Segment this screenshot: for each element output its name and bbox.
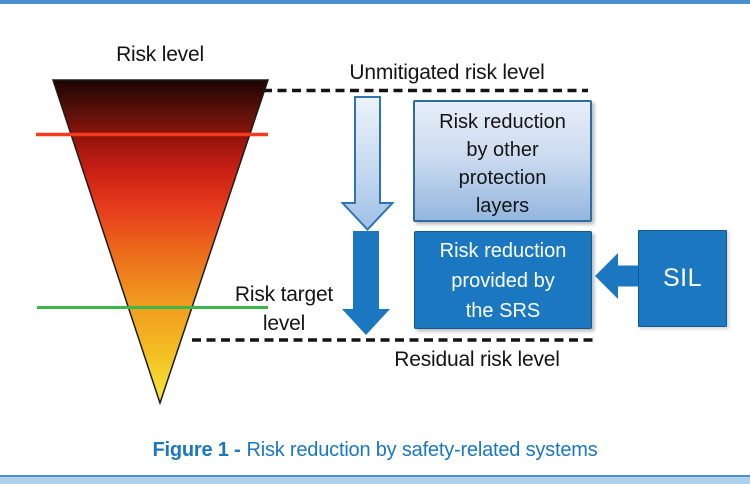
risk-reduction-srs-box: Risk reduction provided by the SRS — [414, 231, 592, 329]
figure-caption-text: Risk reduction by safety-related systems — [246, 439, 598, 461]
figure-caption-number: Figure 1 - — [152, 439, 241, 461]
text-line: the SRS — [465, 300, 541, 322]
risk-funnel-triangle — [51, 79, 270, 406]
text-line: level — [262, 312, 306, 335]
risk-level-label: Risk level — [116, 43, 204, 66]
figure-caption: Figure 1 -Risk reduction by safety-relat… — [0, 439, 750, 462]
text-line: Risk reduction — [439, 111, 566, 133]
sil-box: SIL — [638, 230, 727, 327]
text-line: Risk reduction — [439, 240, 567, 262]
unmitigated-risk-level-label: Unmitigated risk level — [349, 61, 545, 84]
risk-reduction-other-layers-box: Risk reduction by other protection layer… — [413, 100, 592, 222]
top-border-bar — [0, 0, 750, 4]
text-line: provided by — [451, 270, 555, 292]
residual-risk-level-label: Residual risk level — [394, 348, 560, 371]
risk-target-level-label: Risk target level — [214, 280, 354, 338]
text-line: Risk target — [234, 283, 334, 306]
down-arrow-outline-icon — [340, 96, 395, 231]
bottom-border-bar — [0, 475, 750, 484]
text-line: by other — [466, 139, 539, 161]
down-arrow-solid-icon — [342, 231, 390, 335]
text-line: layers — [475, 195, 530, 217]
text-line: protection — [458, 167, 547, 189]
sil-left-arrow-icon — [595, 253, 640, 299]
